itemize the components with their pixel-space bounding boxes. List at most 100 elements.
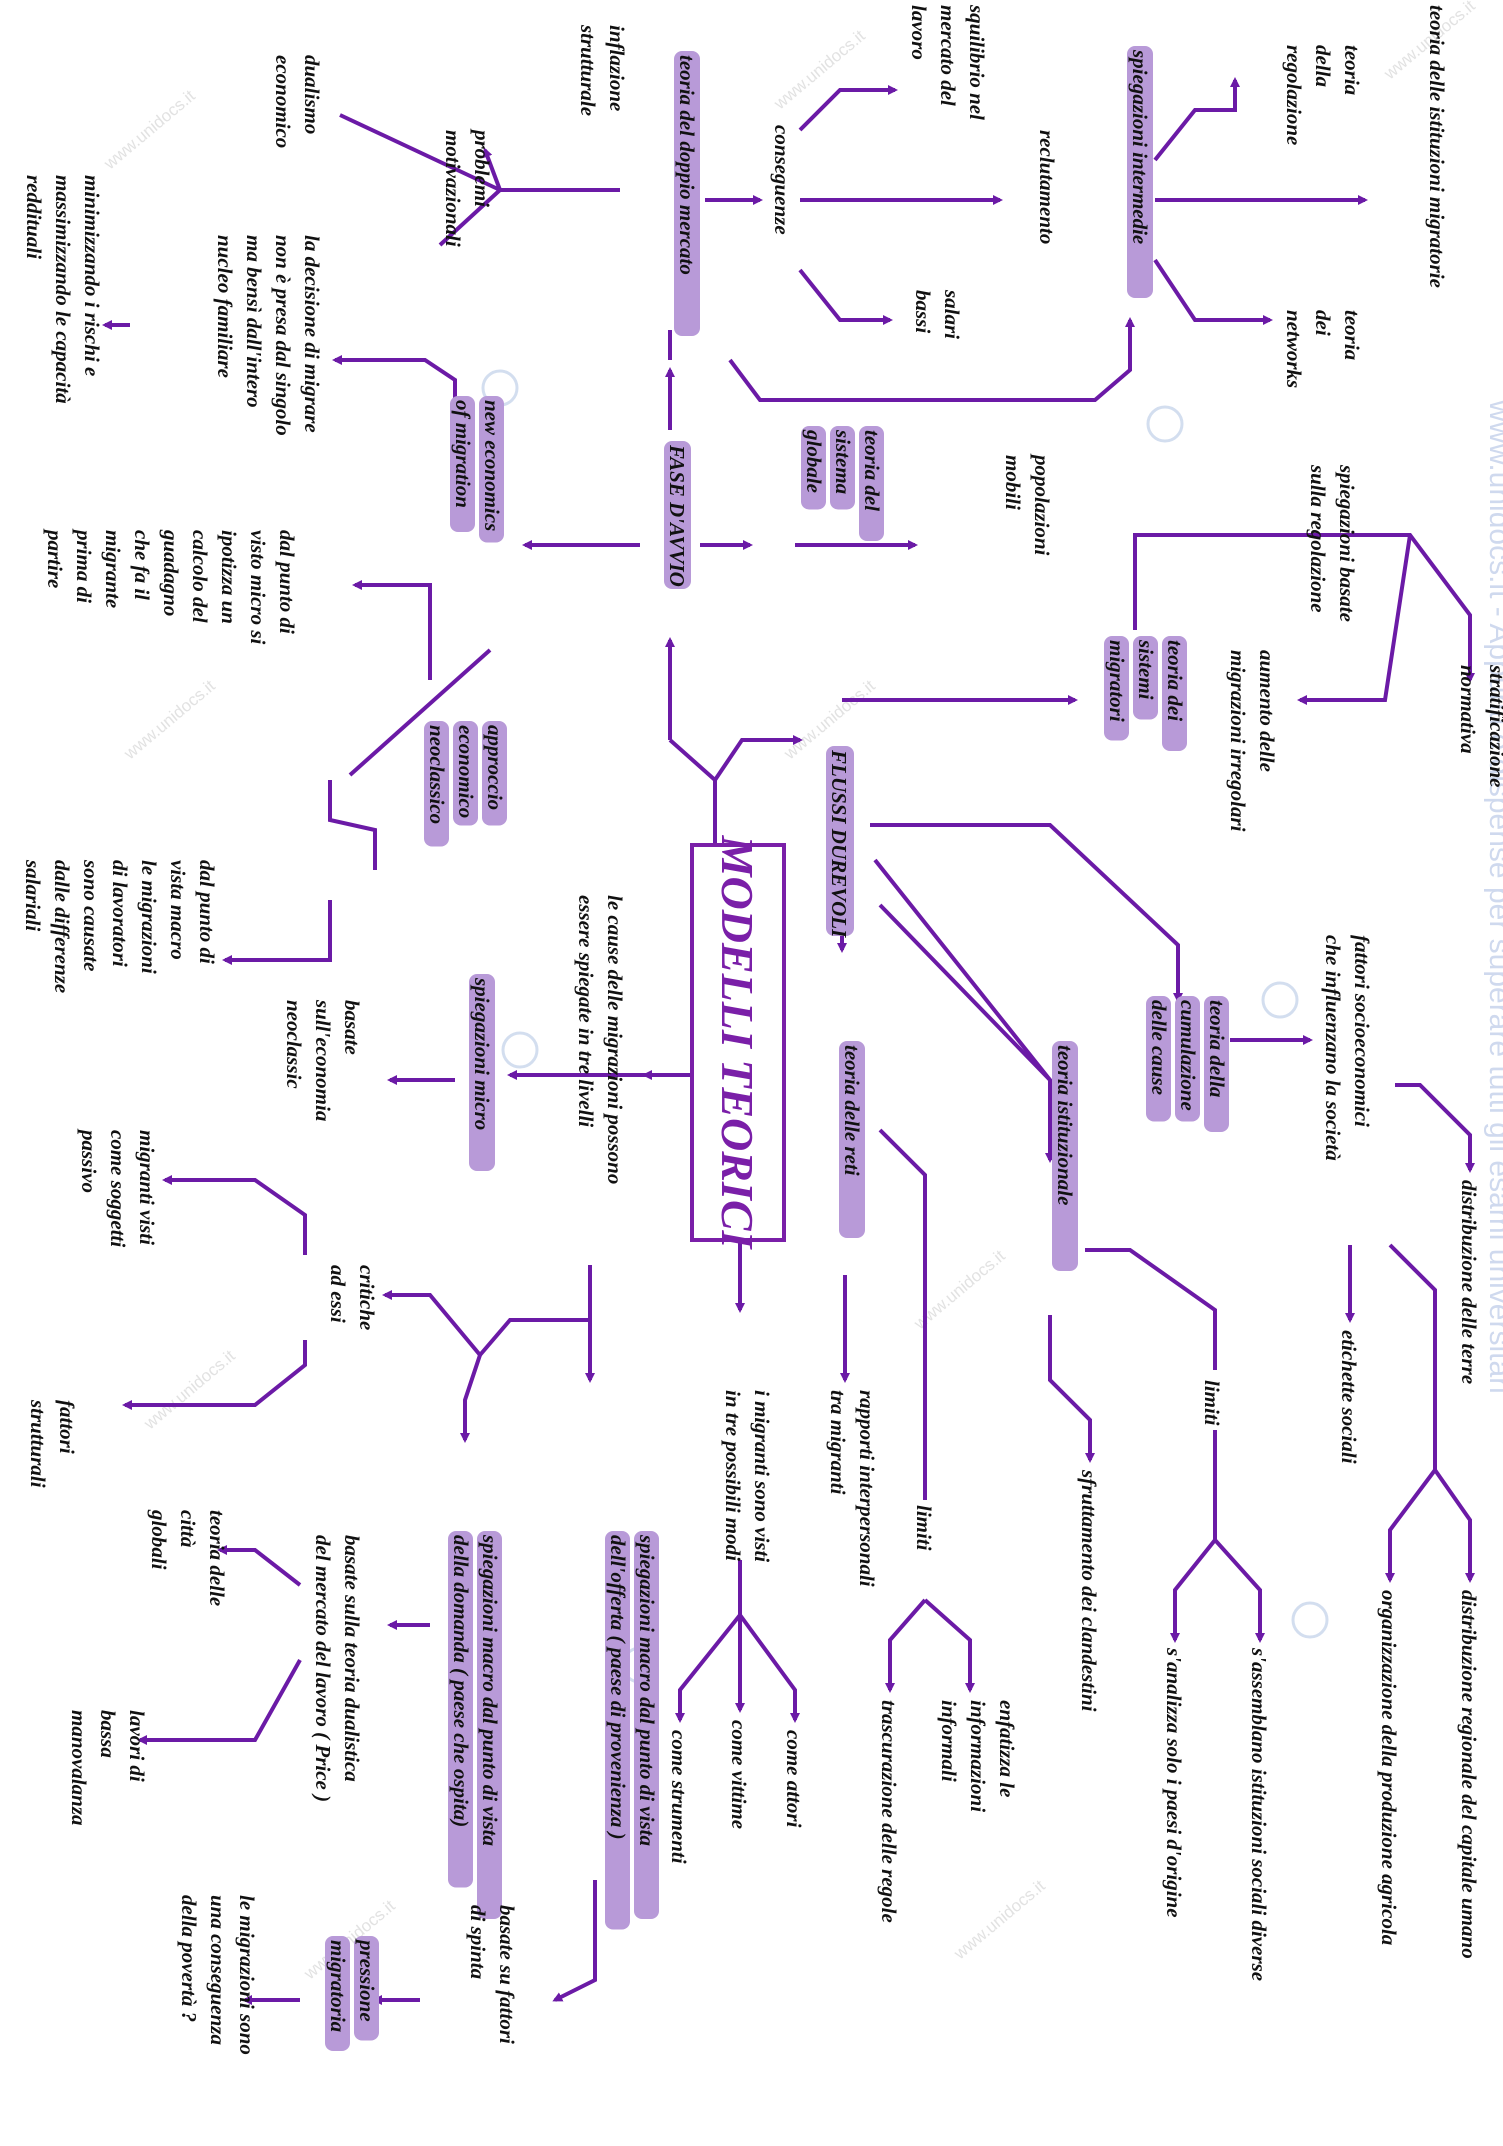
label-line: limiti (1200, 1380, 1224, 1426)
highlight-marker (479, 396, 504, 543)
label-line: passivo (77, 1128, 101, 1193)
label-line: manovalanza (67, 1710, 91, 1826)
highlight-marker (839, 1041, 865, 1238)
node-flussi: FLUSSI DUREVOLI (826, 746, 854, 938)
label-line: ad essi (326, 1265, 350, 1323)
note-reclutamento: reclutamento (1035, 130, 1059, 244)
watermark-small-8: www.unidocs.it (950, 1876, 1049, 1964)
label-line: distribuzione regionale del capitale uma… (1457, 1590, 1481, 1959)
label-line: fattori socioeconomici (1350, 935, 1374, 1127)
label-line: teoria delle reti (840, 1045, 864, 1176)
label-line: dualismo (300, 55, 324, 134)
label-line: città (176, 1510, 200, 1547)
label-line: teoria della (1205, 1000, 1229, 1097)
connector (675, 1613, 742, 1723)
label-line: sono causate (79, 859, 103, 971)
label-line: organizzazione della produzione agricola (1377, 1590, 1401, 1945)
label-line: migrante (101, 530, 125, 608)
label-line: partire (43, 528, 67, 588)
label-line: dalle differenze (50, 860, 74, 993)
node-doppio-mercato: teoria del doppio mercato (674, 51, 700, 336)
label-line: limiti (912, 1505, 936, 1551)
highlight-marker (605, 1531, 630, 1930)
watermark-logo-icon (1261, 981, 1299, 1019)
connector (885, 1598, 927, 1693)
label-line: spiegazioni basate (1335, 464, 1359, 622)
highlight-marker (1127, 46, 1153, 298)
connector (137, 1659, 302, 1745)
watermark-logo-icon (1291, 1601, 1329, 1639)
label-line: squilibrio nel (965, 4, 989, 120)
label-line: teoria del (860, 430, 884, 511)
connector (923, 1598, 975, 1693)
label-line: migrazioni irregolari (1226, 650, 1250, 832)
highlight-marker (1162, 636, 1187, 751)
label-line: spiegazioni micro (470, 977, 494, 1130)
label-line: sulla regolazione (1306, 464, 1330, 613)
label-line: basate (340, 1000, 364, 1055)
label-line: lavoro (907, 5, 931, 60)
connector (1385, 1468, 1437, 1583)
label-line: fattori (55, 1400, 79, 1454)
label-line: motivazionali (441, 130, 465, 247)
highlight-marker (634, 1531, 659, 1919)
watermark-small-6: www.unidocs.it (140, 1346, 239, 1434)
highlight-marker (1052, 1041, 1078, 1271)
note-limiti-reti: limiti (912, 1505, 936, 1551)
label-line: ipotizza un (217, 530, 241, 624)
connector (122, 1340, 307, 1410)
node-macro-domanda: spiegazioni macro dal punto di vistadell… (448, 1531, 502, 1919)
note-istituzioni-migratorie: teoria delle istituzioni migratorie (1425, 5, 1449, 288)
label-line: teoria istituzionale (1053, 1045, 1077, 1205)
label-line: cumulazione (1176, 1000, 1200, 1111)
connector (668, 738, 717, 845)
label-line: stratificazione (1485, 664, 1503, 788)
label-line: vista macro (166, 860, 190, 960)
label-line: della domanda ( paese che ospita) (449, 1535, 473, 1827)
central-title: MODELLI TEORICI (690, 835, 786, 1250)
note-attori: come attori (782, 1730, 806, 1828)
label-line: dei (1311, 310, 1335, 336)
label-line: teoria (1340, 310, 1364, 360)
label-line: essere spiegate in tre livelli (574, 895, 598, 1127)
label-line: globali (147, 1509, 171, 1570)
highlight-marker (1104, 636, 1129, 741)
connector (878, 903, 1052, 1082)
label-line: una conseguenza (206, 1895, 230, 2045)
label-line: FASE D'AVVIO (665, 444, 689, 587)
highlight-marker (1204, 996, 1229, 1132)
label-line: mercato del (936, 5, 960, 106)
label-line: strutturale (576, 24, 600, 116)
title-box (690, 843, 786, 1242)
label-line: teoria (1340, 45, 1364, 95)
connector (382, 1290, 482, 1357)
connector (339, 113, 501, 192)
label-line: migratori (1105, 640, 1129, 722)
note-cause-livelli: le cause delle migrazioni possonoessere … (574, 895, 627, 1184)
label-line: FLUSSI DUREVOLI (827, 749, 851, 938)
label-line: teoria delle (205, 1510, 229, 1606)
label-line: migranti visti (135, 1130, 159, 1245)
highlight-marker (448, 1531, 473, 1888)
label-line: s'analizza solo i paesi d'origine (1162, 1647, 1186, 1918)
connector (713, 735, 803, 782)
label-line: informazioni (966, 1700, 990, 1812)
connector (482, 147, 502, 191)
watermark-small-3: www.unidocs.it (100, 86, 199, 174)
label-line: s'assemblano istituzioni sociali diverse (1247, 1647, 1271, 1981)
